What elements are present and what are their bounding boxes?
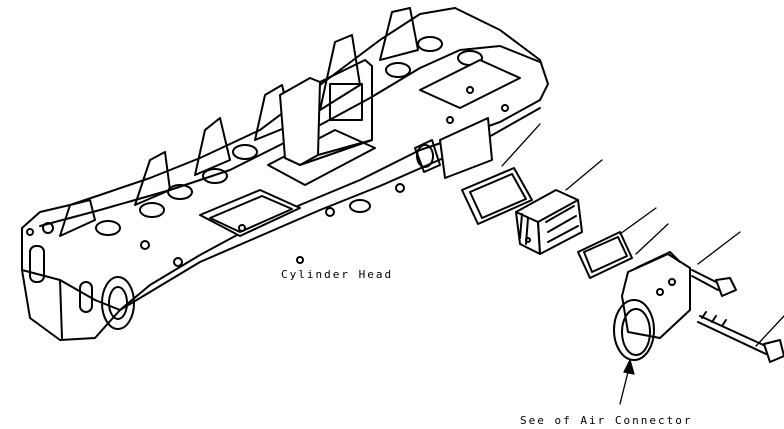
gasket-upper: [461, 167, 533, 225]
cylinder-head-label: Cylinder Head: [281, 268, 394, 281]
bolt-long: [697, 311, 784, 363]
air-connector-label: See of Air Connector: [520, 414, 693, 427]
leader-lines: [501, 123, 784, 405]
gasket-lower: [577, 231, 633, 279]
intake-heater: [515, 189, 583, 255]
cylinder-head-drawing: [21, 7, 549, 341]
air-connector: [613, 251, 691, 361]
bolt-short: [691, 269, 737, 297]
